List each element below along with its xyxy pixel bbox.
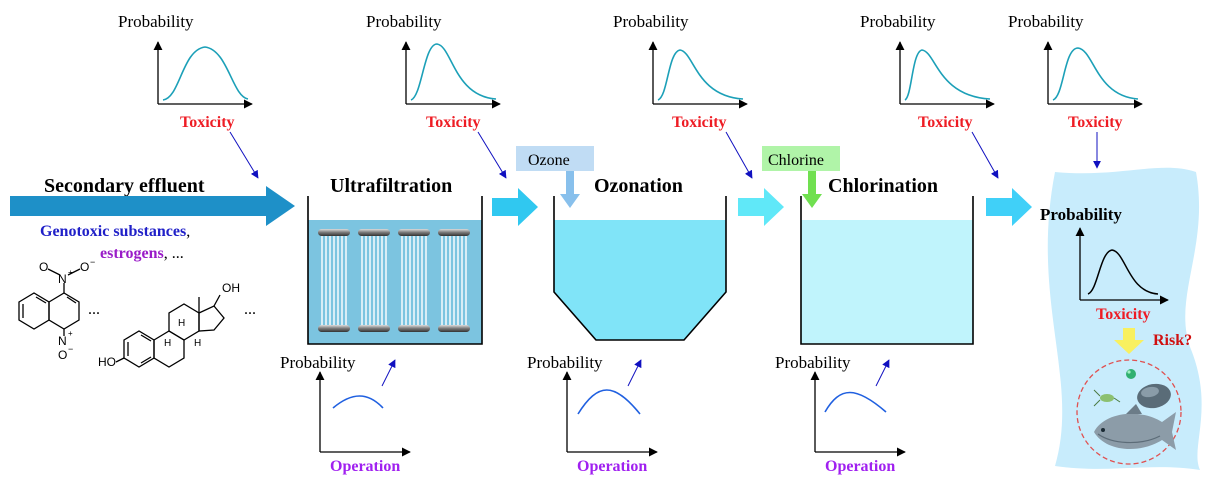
fish-icon [1094, 404, 1176, 450]
chem-atom: O [39, 260, 48, 274]
operation-distribution-curve [577, 389, 641, 415]
link-arrow [381, 359, 396, 387]
ellipsis: ... [244, 301, 256, 318]
chlorine-box [762, 146, 840, 171]
chlorination-title: Chlorination [828, 175, 938, 197]
chart-label-operation: Operation [330, 458, 400, 475]
operation-chart-ultrafiltration: Probability Operation [280, 353, 411, 475]
ecosystem-circle [1076, 359, 1182, 465]
ellipsis: ... [88, 301, 100, 318]
operation-chart-ozonation: Probability Operation [527, 353, 658, 475]
chem-atom: N [58, 272, 67, 286]
mussel-icon [1137, 383, 1171, 409]
chem-atom: N [58, 334, 67, 348]
chem-atom: H [178, 318, 185, 329]
flow-arrow [986, 188, 1032, 226]
chart-label-toxicity: Toxicity [1096, 306, 1151, 323]
chart-label-probability: Probability [280, 353, 356, 372]
risk-arrow [1114, 328, 1144, 354]
chart-label-toxicity: Toxicity [672, 114, 727, 131]
ozone-label: Ozone [528, 152, 570, 169]
toxicity-distribution-curve [657, 49, 744, 101]
chart-label-toxicity: Toxicity [918, 114, 973, 131]
link-arrow [725, 131, 753, 179]
link-arrow [477, 131, 507, 179]
ultrafiltration-tank [307, 196, 483, 345]
toxicity-chart-chlorination: Probability Toxicity [860, 12, 999, 179]
chart-label-probability: Probability [366, 12, 442, 31]
flow-arrow [738, 188, 784, 226]
chem-atom: O [58, 348, 67, 362]
chart-label-probability: Probability [775, 353, 851, 372]
chart-label-probability: Probability [1008, 12, 1084, 31]
chem-atom: O [80, 260, 89, 274]
link-arrow [627, 359, 642, 387]
chart-label-probability: Probability [860, 12, 936, 31]
toxicity-distribution-curve [410, 43, 497, 101]
genotoxic-label: Genotoxic substances [40, 223, 186, 240]
chlorine-dosing-arrow [802, 171, 822, 208]
chem-group: OH [222, 281, 240, 295]
toxicity-distribution-curve [1087, 249, 1159, 295]
chlorination-tank-water [801, 220, 973, 344]
4-nitroquinoline-n-oxide-structure [18, 268, 81, 336]
estrogens-text: estrogens, ... [100, 245, 184, 262]
link-arrow [229, 131, 259, 179]
toxicity-chart-ultrafiltration: Probability Toxicity [366, 12, 507, 179]
risk-label: Risk? [1153, 332, 1192, 349]
chart-label-probability: Probability [1040, 205, 1122, 224]
ozonation-title: Ozonation [594, 175, 683, 197]
main-flow-arrow [10, 186, 295, 226]
chem-charge: − [68, 344, 73, 354]
chart-label-operation: Operation [825, 458, 895, 475]
chem-group: HO [98, 355, 116, 369]
flow-arrow [492, 188, 538, 226]
secondary-effluent-title: Secondary effluent [44, 175, 205, 197]
chart-label-operation: Operation [577, 458, 647, 475]
toxicity-chart-ozonation: Probability Toxicity [613, 12, 753, 179]
ultrafiltration-title: Ultrafiltration [330, 175, 452, 197]
chem-atom: H [194, 338, 201, 349]
chem-charge: − [90, 257, 95, 267]
operation-distribution-curve [332, 395, 384, 409]
link-arrow [971, 131, 999, 179]
operation-distribution-curve [824, 391, 887, 413]
ozonation-tank [553, 196, 727, 341]
receiving-water-chart: Probability Toxicity [1040, 205, 1169, 323]
toxicity-chart-final: Probability Toxicity [1008, 12, 1143, 169]
daphnia-icon [1093, 389, 1121, 407]
estrogens-label: estrogens [100, 245, 164, 262]
chlorine-label: Chlorine [768, 152, 824, 169]
chart-label-toxicity: Toxicity [426, 114, 481, 131]
chem-atom: H [164, 338, 171, 349]
toxicity-distribution-curve [1052, 47, 1139, 101]
toxicity-chart-influent: Probability Toxicity [118, 12, 259, 179]
algae-icon [1126, 369, 1136, 379]
ozonation-tank-water [554, 220, 726, 340]
chart-label-probability: Probability [527, 353, 603, 372]
chart-label-probability: Probability [613, 12, 689, 31]
operation-chart-chlorination: Probability Operation [775, 353, 906, 475]
toxicity-distribution-curve [904, 49, 991, 101]
link-arrow [875, 359, 890, 387]
estradiol-structure [115, 294, 225, 368]
ozone-box [516, 146, 594, 171]
toxicity-distribution-curve [162, 46, 249, 101]
ozone-dosing-arrow [560, 171, 580, 208]
chart-label-probability: Probability [118, 12, 194, 31]
chem-charge: + [68, 268, 73, 277]
chart-label-toxicity: Toxicity [1068, 114, 1123, 131]
chart-label-toxicity: Toxicity [180, 114, 235, 131]
chem-charge: + [68, 329, 73, 338]
chlorination-tank [800, 196, 974, 345]
ultrafiltration-tank-water [308, 220, 482, 344]
contaminants-text: Genotoxic substances, [40, 223, 190, 240]
hollow-fiber-membrane-icon [318, 229, 470, 332]
